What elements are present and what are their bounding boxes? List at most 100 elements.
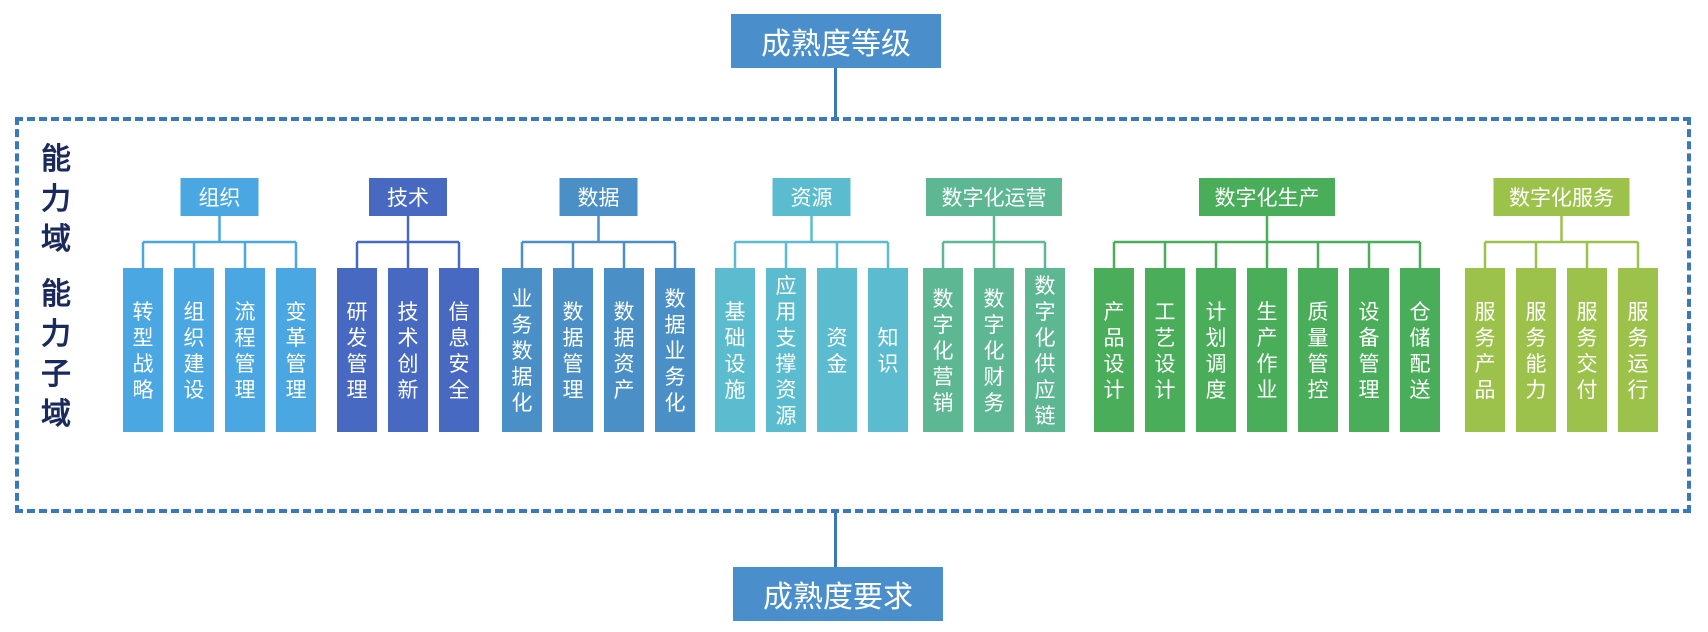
subdomain-label-char: 资	[827, 326, 848, 350]
subdomain-label-char: 字	[933, 313, 954, 337]
subdomain-label-char: 理	[286, 378, 307, 402]
maturity-requirement-box: 成熟度要求	[733, 567, 943, 621]
domain-header	[559, 178, 638, 216]
subdomain-label-char: 化	[984, 339, 1005, 363]
subdomain-label-char: 业	[665, 339, 686, 363]
domain-label: 数据	[578, 186, 620, 210]
subdomain-label-char: 新	[398, 378, 419, 402]
subdomain-box	[553, 268, 593, 432]
subdomain-label-char: 管	[235, 352, 256, 376]
domain-label: 技术	[387, 186, 429, 210]
subdomain-label-char: 控	[1308, 378, 1329, 402]
subdomain-label-char: 理	[1359, 378, 1380, 402]
subdomain-box	[1025, 268, 1065, 432]
subdomain-box	[337, 268, 377, 432]
subdomain-label-char: 品	[1475, 378, 1496, 402]
subdomain-label-char: 数	[614, 300, 635, 324]
subdomain-box	[1298, 268, 1338, 432]
subdomain-label-char: 理	[347, 378, 368, 402]
subdomain-label-char: 业	[512, 287, 533, 311]
subdomain-label-char: 务	[665, 365, 686, 389]
subdomain-box	[766, 268, 806, 432]
subdomain-label-char: 销	[933, 391, 954, 415]
subdomain-label-char: 业	[1257, 378, 1278, 402]
subdomain-label-char: 数	[1035, 274, 1056, 298]
subdomain-label-char: 链	[1035, 404, 1056, 428]
subdomain-label-char: 源	[776, 404, 797, 428]
subdomain-box	[1145, 268, 1185, 432]
subdomain-label-char: 供	[1035, 352, 1056, 376]
subdomain-label-char: 务	[1577, 326, 1598, 350]
subdomain-box	[502, 268, 542, 432]
subdomain-label-char: 革	[286, 326, 307, 350]
subdomain-box	[225, 268, 265, 432]
subdomain-box	[1349, 268, 1389, 432]
subdomain-label-char: 营	[933, 365, 954, 389]
subdomain-label-char: 管	[286, 352, 307, 376]
subdomain-label-char: 艺	[1155, 326, 1176, 350]
subdomain-label-char: 能	[1526, 352, 1547, 376]
domain-header	[1199, 178, 1335, 216]
subdomain-label-char: 基	[725, 300, 746, 324]
subdomain-box	[123, 268, 163, 432]
domain-header	[772, 178, 851, 216]
subdomain-label-char: 品	[1104, 326, 1125, 350]
domain-label: 组织	[199, 186, 241, 210]
subdomain-label-char: 计	[1206, 300, 1227, 324]
subdomain-label-char: 务	[1628, 326, 1649, 350]
subdomain-box	[817, 268, 857, 432]
subdomain-label-char: 研	[347, 300, 368, 324]
subdomain-box	[1465, 268, 1505, 432]
subdomain-label-char: 调	[1206, 352, 1227, 376]
subdomain-box	[923, 268, 963, 432]
subdomain-label-char: 数	[563, 300, 584, 324]
subdomain-label-char: 服	[1628, 300, 1649, 324]
subdomain-label-char: 务	[1526, 326, 1547, 350]
domain-label: 资源	[791, 186, 833, 210]
subdomain-label-char: 础	[725, 326, 746, 350]
subdomain-label-char: 创	[398, 352, 419, 376]
subdomain-label-char: 计	[1104, 378, 1125, 402]
domain-header	[369, 178, 447, 216]
subdomain-label-char: 资	[776, 378, 797, 402]
subdomain-label-char: 型	[133, 326, 154, 350]
subdomain-label-char: 运	[1628, 352, 1649, 376]
subdomain-label-char: 字	[984, 313, 1005, 337]
subdomain-label-char: 设	[1359, 300, 1380, 324]
subdomain-box	[1196, 268, 1236, 432]
subdomain-label-char: 略	[133, 378, 154, 402]
subdomain-label-char: 组	[184, 300, 205, 324]
subdomain-label-char: 产	[1475, 352, 1496, 376]
subdomain-label-char: 计	[1155, 378, 1176, 402]
side-label-subdomain: 能力子域	[41, 277, 71, 432]
subdomain-label-char: 技	[398, 300, 419, 324]
top-connector	[834, 68, 837, 118]
subdomain-label-char: 服	[1526, 300, 1547, 324]
subdomain-box	[439, 268, 479, 432]
subdomain-label-char: 金	[827, 352, 848, 376]
subdomain-label-char: 量	[1308, 326, 1329, 350]
subdomain-label-char: 化	[512, 391, 533, 415]
subdomain-label-char: 行	[1628, 378, 1649, 402]
subdomain-label-char: 发	[347, 326, 368, 350]
subdomain-label-char: 管	[1308, 352, 1329, 376]
subdomain-box	[1516, 268, 1556, 432]
subdomain-box	[388, 268, 428, 432]
subdomain-label-char: 化	[665, 391, 686, 415]
subdomain-label-char: 转	[133, 300, 154, 324]
subdomain-label-char: 织	[184, 326, 205, 350]
subdomain-label-char: 设	[725, 352, 746, 376]
subdomain-label-char: 流	[235, 300, 256, 324]
subdomain-label-char: 务	[1475, 326, 1496, 350]
subdomain-label-char: 建	[184, 352, 205, 376]
subdomain-box	[604, 268, 644, 432]
subdomain-label-char: 管	[347, 352, 368, 376]
domain-label: 数字化运营	[942, 186, 1047, 210]
subdomain-label-char: 设	[1155, 352, 1176, 376]
bottom-connector	[834, 513, 837, 567]
subdomain-label-char: 数	[512, 339, 533, 363]
subdomain-label-char: 储	[1410, 326, 1431, 350]
domain-header	[926, 178, 1062, 216]
subdomain-label-char: 设	[1104, 352, 1125, 376]
